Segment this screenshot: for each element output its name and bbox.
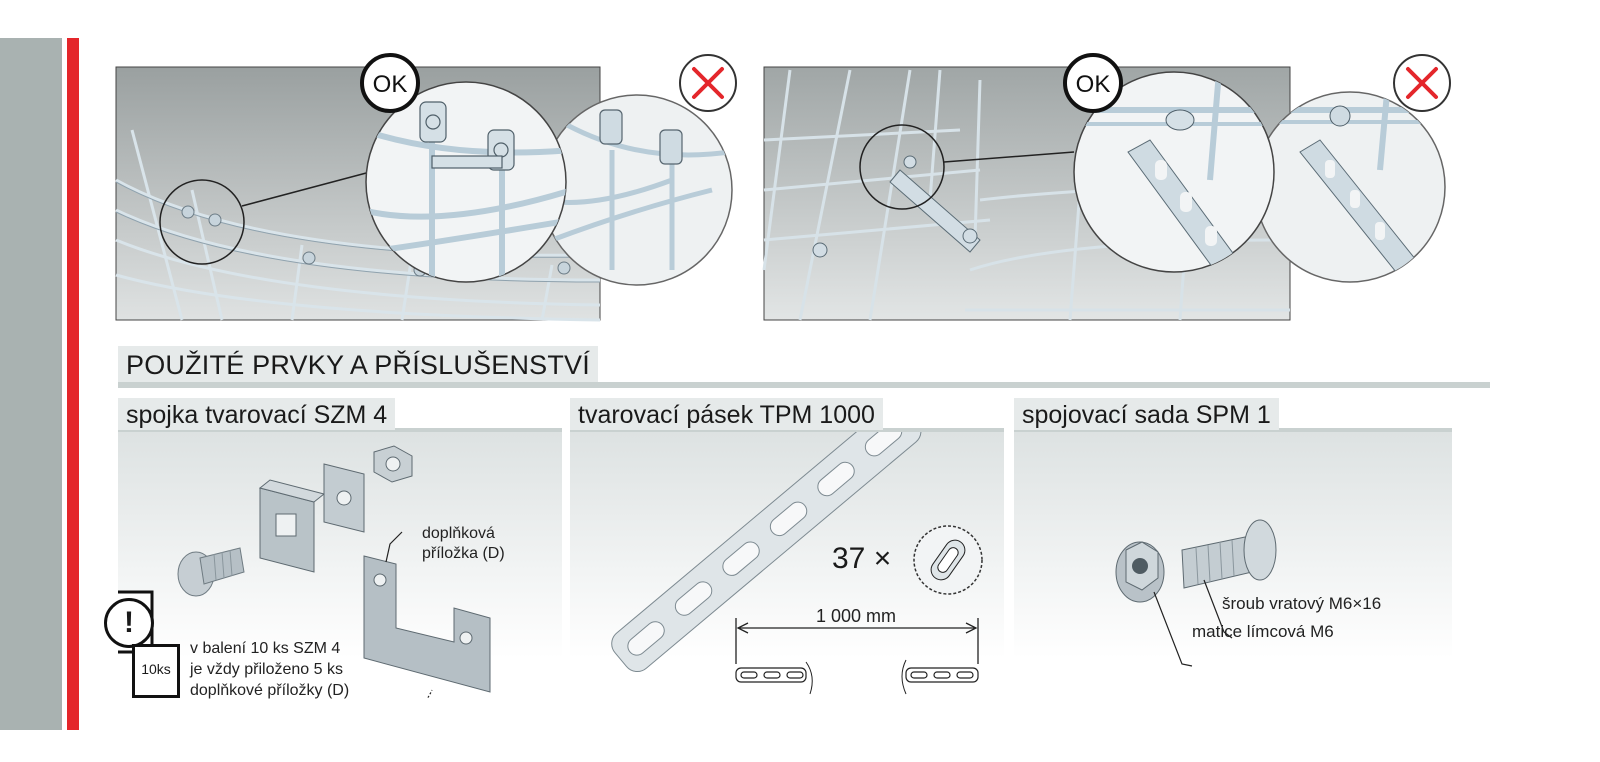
warning-icon: ! — [104, 598, 154, 648]
section-title-label: POUŽITÉ PRVKY A PŘÍSLUŠENSTVÍ — [118, 346, 598, 382]
page-number: 6 — [66, 698, 78, 720]
panel-title: tvarovací pásek TPM 1000 — [570, 398, 883, 430]
nut-label: matice límcová M6 — [1192, 622, 1334, 641]
nut-illustration — [373, 445, 413, 483]
plate-illustration — [323, 463, 365, 533]
ok-label-right: OK — [1076, 71, 1111, 98]
panel-title: spojka tvarovací SZM 4 — [118, 398, 396, 430]
tpm1000-illustration — [611, 432, 983, 695]
package-note: v balení 10 ks SZM 4 je vždy přiloženo 5… — [190, 638, 349, 701]
u-clip-illustration — [258, 479, 326, 573]
hole-count-label: 37 × — [832, 542, 892, 575]
supplementary-plate-label-line1: doplňková — [422, 525, 495, 542]
carriage-bolt-illustration — [1181, 519, 1277, 589]
length-label: 1 000 mm — [816, 606, 897, 626]
side-red-band — [67, 38, 79, 730]
section-title-rule — [118, 382, 1490, 388]
x-mark-icon — [692, 67, 724, 99]
bolt-illustration — [177, 547, 245, 597]
panel-rule — [1014, 428, 1452, 432]
panel-szm4: spojka tvarovací SZM 4 — [104, 398, 562, 701]
panel-spm1: spojovací sada SPM 1 šroub vratový M6×16… — [1014, 398, 1452, 698]
panel-tpm1000: tvarovací pásek TPM 1000 — [570, 398, 1004, 698]
package-note-line3: doplňkové příložky (D) — [190, 682, 350, 699]
supplementary-plate-label: doplňková příložka (D) — [422, 524, 505, 564]
panel-rule — [570, 428, 1004, 432]
dimension-line — [735, 618, 979, 664]
panel-title: spojovací sada SPM 1 — [1014, 398, 1279, 430]
section-title: POUŽITÉ PRVKY A PŘÍSLUŠENSTVÍ — [118, 346, 1590, 388]
package-note-line2: je vždy přiloženo 5 ks — [190, 661, 343, 678]
flange-nut-illustration — [1115, 541, 1165, 603]
strip-ends — [735, 667, 979, 683]
panel-rule — [118, 428, 562, 432]
box-label: 10ks — [141, 661, 171, 677]
spm1-illustration — [1115, 519, 1277, 667]
figure-left-tray-bend: OK — [112, 40, 744, 324]
package-note-line1: v balení 10 ks SZM 4 — [190, 640, 341, 657]
figure-right-tray-joint: OK — [760, 40, 1460, 324]
supplementary-plate-illustration — [363, 555, 491, 693]
x-mark-icon — [1406, 67, 1438, 99]
ok-label-left: OK — [373, 71, 408, 98]
bolt-label: šroub vratový M6×16 — [1222, 594, 1382, 613]
strip-illustration — [611, 432, 922, 673]
supplementary-plate-label-line2: příložka (D) — [422, 545, 505, 562]
box-icon: 10ks — [132, 644, 180, 698]
side-gray-band — [0, 38, 62, 730]
